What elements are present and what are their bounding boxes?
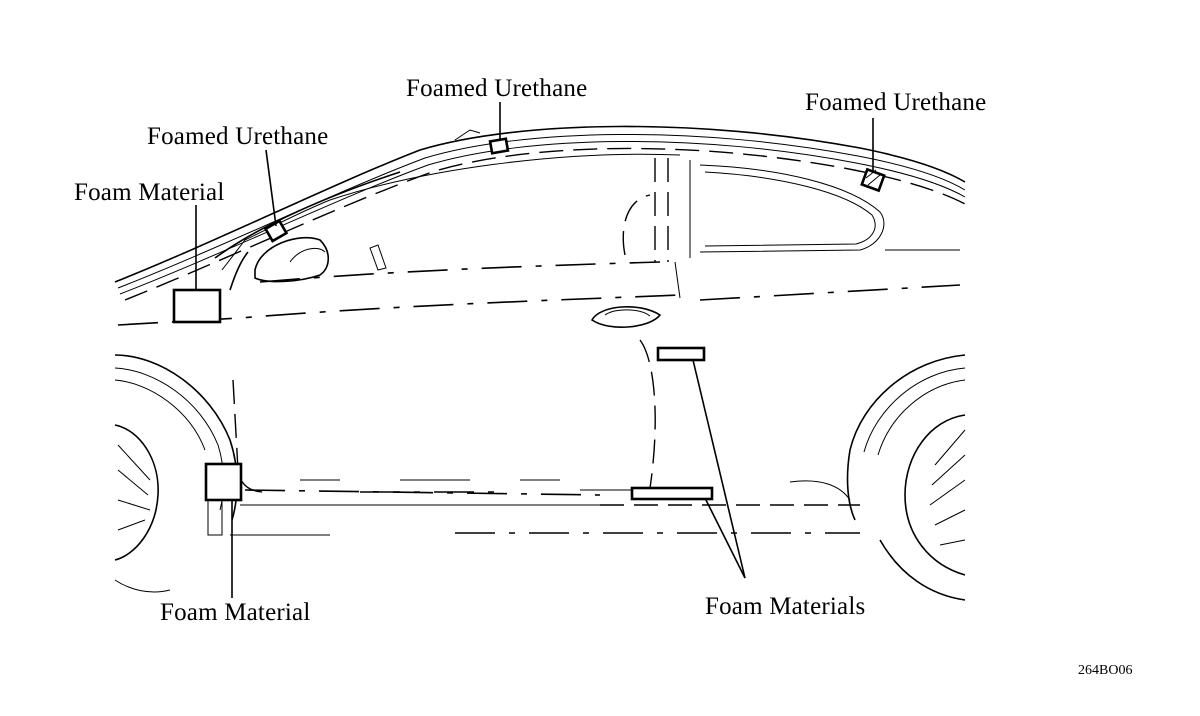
foam-materials-upper-box (656, 346, 706, 362)
label-foamed-urethane-right: Foamed Urethane (805, 89, 987, 116)
foamed-urethane-right-box (860, 167, 886, 193)
door-window (329, 153, 885, 299)
label-foamed-urethane-left: Foamed Urethane (147, 123, 329, 150)
side-mirror (254, 236, 330, 283)
foam-material-lower-box (204, 462, 243, 502)
foamed-urethane-top-box (488, 137, 510, 155)
foam-material-lower-stem (207, 499, 223, 536)
door-handle (590, 305, 662, 328)
belt-line (117, 249, 961, 326)
foam-boxes (172, 137, 886, 536)
label-foamed-urethane-top: Foamed Urethane (406, 75, 588, 102)
roof-outline (114, 125, 966, 301)
label-foam-materials: Foam Materials (705, 593, 866, 620)
front-wheel (114, 354, 238, 561)
a-pillar (214, 171, 401, 291)
label-foam-material-upper: Foam Material (74, 179, 225, 206)
rear-wheel (846, 354, 966, 601)
figure-code: 264BO06 (1078, 663, 1133, 678)
label-foam-material-lower: Foam Material (160, 599, 311, 626)
foamed-urethane-left-box (263, 219, 289, 243)
rocker-panel (114, 339, 860, 593)
foam-material-upper-box (172, 288, 222, 324)
leader-lines (195, 102, 874, 598)
foam-materials-lower-box (630, 486, 714, 501)
